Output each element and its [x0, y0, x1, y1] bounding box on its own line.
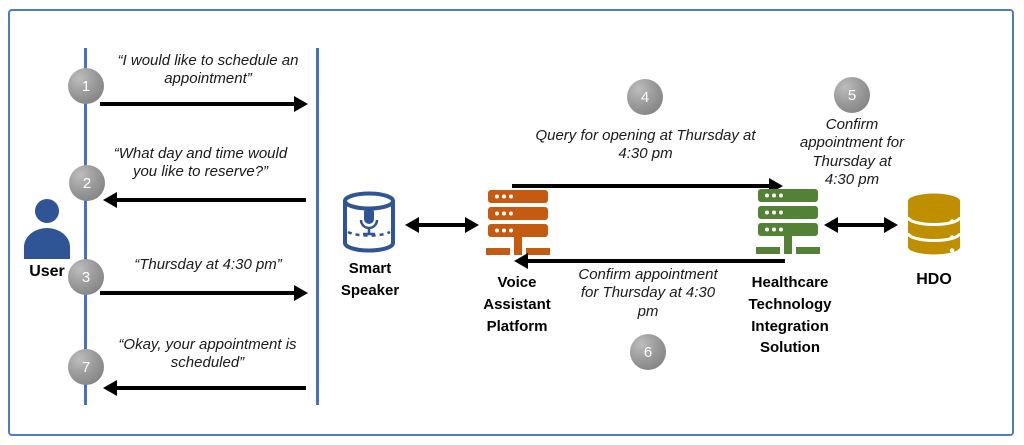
integration-hdo-link-arrow: [824, 217, 898, 233]
message-3-text: “Thursday at 4:30 pm”: [134, 256, 282, 273]
message-6-text: Confirm appointment for Thursday at 4:30…: [578, 266, 718, 320]
message-4-arrow: [512, 178, 783, 194]
smart-speaker-icon: [341, 191, 397, 255]
user-lifeline: [84, 48, 87, 405]
user-label: User: [29, 263, 65, 280]
message-5-text: Confirm appointment for Thursday at 4:30…: [799, 116, 905, 188]
step-circle-1: 1: [68, 68, 104, 104]
step-circle-7: 7: [68, 349, 104, 385]
speaker-platform-link-arrow: [405, 217, 479, 233]
voice-assistant-platform-label: Voice Assistant Platform: [483, 274, 551, 335]
step-circle-2: 2: [69, 165, 105, 201]
smart-speaker-lifeline: [316, 48, 319, 405]
healthcare-integration-label: Healthcare Technology Integration Soluti…: [748, 274, 832, 357]
message-2-arrow: [103, 192, 306, 208]
hdo-database-icon: [906, 192, 962, 256]
voice-assistant-platform-icon: [486, 190, 550, 258]
step-circle-6: 6: [630, 334, 666, 370]
message-7-arrow: [103, 380, 306, 396]
message-2-text: “What day and time would you like to res…: [113, 145, 288, 181]
hdo-label: HDO: [916, 271, 952, 288]
step-circle-4: 4: [627, 79, 663, 115]
message-7-text: “Okay, your appointment is scheduled”: [118, 336, 297, 372]
message-3-arrow: [100, 285, 308, 301]
message-6-arrow: [514, 253, 785, 269]
user-icon: [21, 197, 73, 261]
message-1-text: “I would like to schedule an appointment…: [117, 52, 299, 88]
smart-speaker-label: Smart Speaker: [340, 260, 400, 299]
healthcare-integration-icon: [756, 189, 820, 257]
message-4-text: Query for opening at Thursday at 4:30 pm: [535, 127, 756, 163]
step-circle-3: 3: [68, 259, 104, 295]
message-1-arrow: [100, 96, 308, 112]
step-circle-5: 5: [834, 77, 870, 113]
